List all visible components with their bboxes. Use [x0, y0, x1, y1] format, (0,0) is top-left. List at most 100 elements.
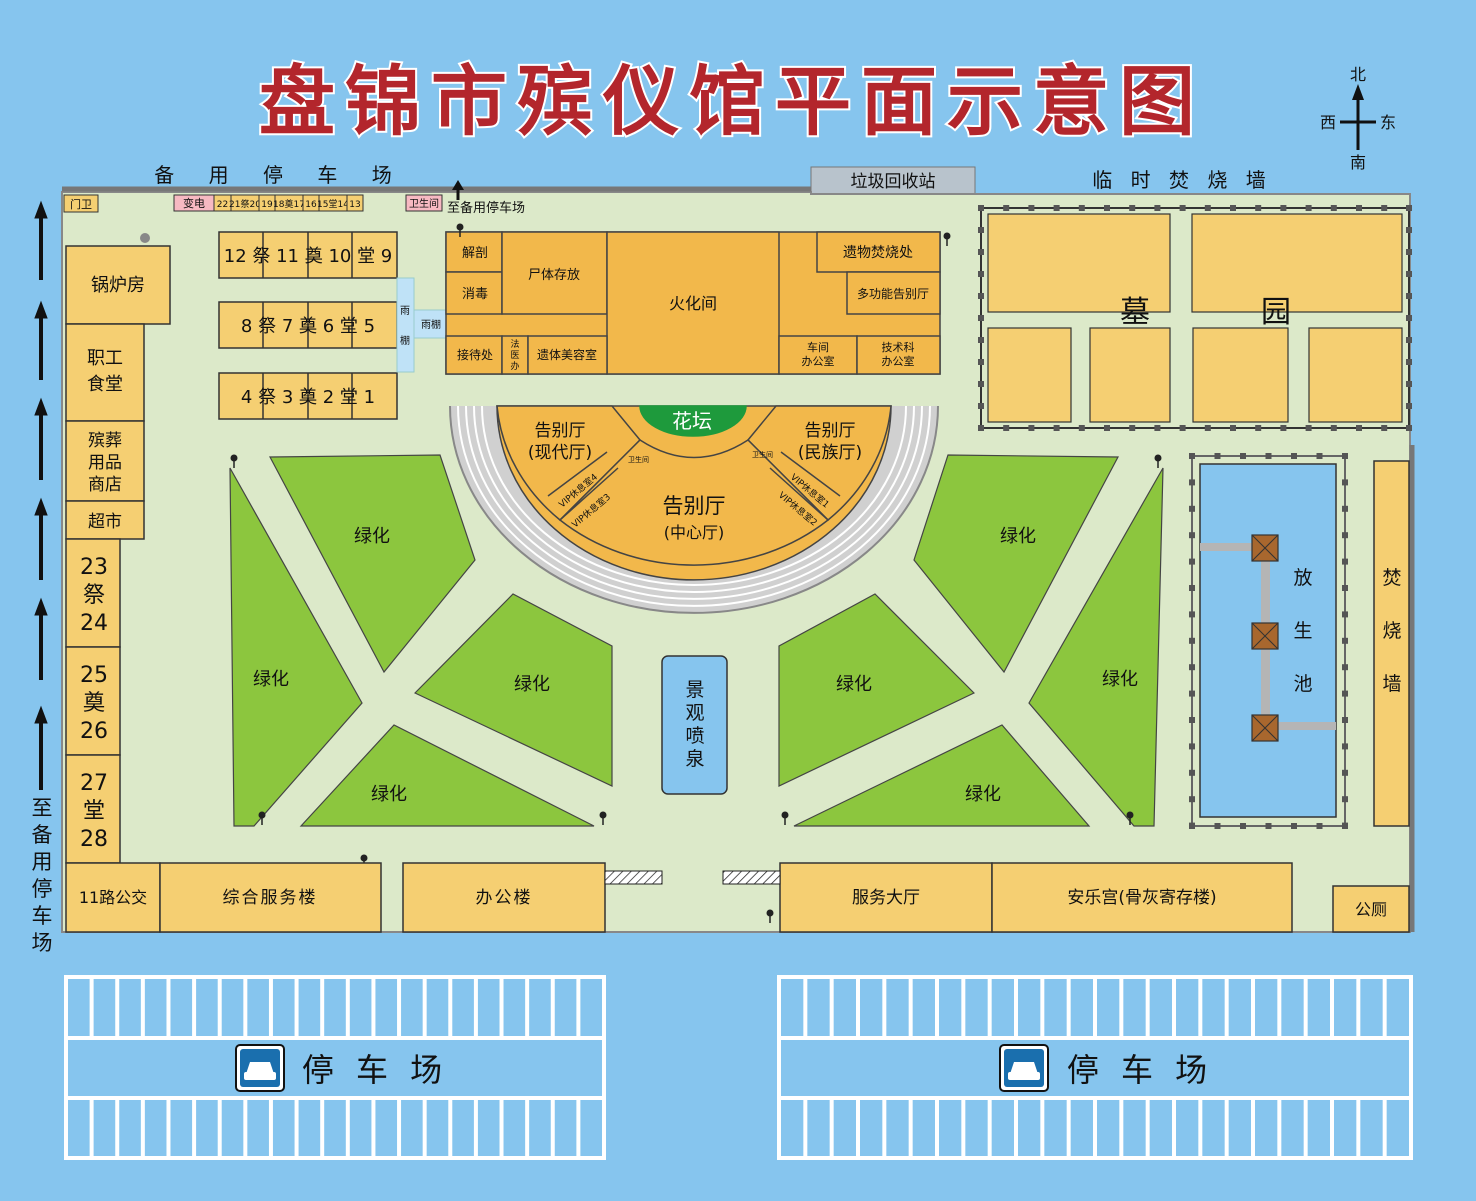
- canopy-label: 雨棚: [421, 318, 441, 331]
- guard-booth[interactable]: [63, 194, 99, 213]
- compass-north: 北: [1350, 65, 1366, 84]
- backup-parking-label: 备 用 停 车 场: [154, 163, 405, 187]
- cemetery-block-4[interactable]: [1089, 327, 1171, 423]
- forensic-office[interactable]: [501, 335, 529, 375]
- farewell-toilet-right: 卫生间: [752, 450, 773, 459]
- fountain-label: 景观喷泉: [685, 679, 704, 770]
- cemetery-block-1[interactable]: [987, 213, 1171, 313]
- body-storage-label: 尸体存放: [528, 268, 580, 283]
- supermarket[interactable]: [65, 500, 145, 540]
- public-toilet[interactable]: [1332, 885, 1410, 933]
- up-arrow-icon: [452, 180, 464, 190]
- parking-left-label: 停 车 场: [302, 1051, 448, 1089]
- autopsy-room[interactable]: [445, 231, 503, 273]
- cemetery-block-3[interactable]: [987, 327, 1072, 423]
- service-hall[interactable]: [779, 862, 993, 933]
- memorial-row-1-label: 12 祭 11 奠 10 堂 9: [224, 246, 393, 267]
- reception-room[interactable]: [445, 335, 503, 375]
- memorial-hall-25-26[interactable]: [65, 646, 121, 756]
- compass-rose: 北 南 西 东: [1320, 65, 1396, 172]
- compass-west: 西: [1320, 113, 1336, 132]
- cemetery-block-5[interactable]: [1192, 327, 1289, 423]
- belongings-burning[interactable]: [816, 231, 941, 273]
- funeral-shop[interactable]: [65, 420, 145, 502]
- compass-east: 东: [1380, 113, 1396, 132]
- canopy-side: [396, 277, 415, 373]
- boiler-room[interactable]: [65, 245, 171, 325]
- main-building: [445, 231, 941, 375]
- green-area-label: 绿化: [371, 784, 407, 805]
- green-area-label: 绿化: [514, 674, 550, 695]
- bus-stop-label: 11路公交: [79, 888, 147, 907]
- supermarket-label: 超市: [88, 512, 122, 532]
- left-column-buildings: [65, 245, 171, 864]
- cemetery-label-right: 园: [1261, 295, 1291, 330]
- memorial-hall-27-28[interactable]: [65, 754, 121, 864]
- body-storage-room[interactable]: [501, 231, 608, 315]
- chimney-icon: [140, 233, 150, 243]
- parking-right-label: 停 车 场: [1067, 1051, 1213, 1089]
- farewell-halls: [496, 405, 892, 566]
- funeral-shop-label: 殡葬用品商店: [88, 431, 122, 495]
- modern-hall-label: 告别厅(现代厅): [528, 421, 592, 463]
- top-toilet-label: 卫生间: [409, 197, 439, 210]
- left-direction-arrows: [34, 200, 48, 790]
- disinfection-room[interactable]: [445, 271, 503, 315]
- pond-fence-posts: [1189, 453, 1348, 829]
- gate-left[interactable]: [604, 870, 663, 885]
- office-building[interactable]: [402, 862, 606, 933]
- release-pond-label: 放生池: [1293, 567, 1312, 695]
- parking-lot-left[interactable]: 停 车 场: [64, 975, 606, 1160]
- strip-room-label: 16: [305, 200, 317, 210]
- to-backup-parking-top: 至备用停车场: [447, 200, 525, 216]
- green-area-6: [1028, 467, 1164, 827]
- compass-south: 南: [1350, 153, 1366, 172]
- guard-booth-label: 门卫: [70, 197, 92, 211]
- anle-palace[interactable]: [991, 862, 1293, 933]
- green-area-8: [793, 724, 1091, 827]
- green-area-7: [778, 593, 976, 787]
- garbage-station-box[interactable]: [810, 166, 976, 195]
- cosmetic-room[interactable]: [527, 335, 608, 375]
- cemetery-block-6[interactable]: [1308, 327, 1403, 423]
- service-building[interactable]: [159, 862, 382, 933]
- temp-burning-wall-label: 临 时 焚 烧 墙: [1092, 168, 1271, 192]
- tech-office-label: 技术科办公室: [882, 340, 915, 368]
- bus-stop[interactable]: [65, 862, 161, 933]
- strip-room-label: 13: [349, 200, 360, 210]
- fountain[interactable]: [661, 655, 728, 795]
- center-hall[interactable]: [558, 439, 830, 566]
- memorial-hall-23-24[interactable]: [65, 538, 121, 648]
- service-hall-label: 服务大厅: [852, 888, 920, 908]
- parking-lot-right[interactable]: 停 车 场: [777, 975, 1413, 1160]
- service-building-label: 综合服务楼: [223, 888, 318, 908]
- workshop-office[interactable]: [778, 335, 858, 375]
- strip-room[interactable]: [346, 194, 364, 212]
- cremation-room[interactable]: [606, 231, 780, 375]
- center-hall-title: 告别厅: [663, 494, 726, 518]
- top-toilet[interactable]: [405, 194, 443, 212]
- flower-bed-label: 花坛: [672, 409, 712, 433]
- boiler-room-label: 锅炉房: [91, 275, 145, 296]
- tech-office[interactable]: [856, 335, 941, 375]
- staff-canteen-label: 职工食堂: [87, 348, 123, 395]
- farewell-toilet-left: 卫生间: [628, 455, 649, 464]
- staff-canteen[interactable]: [65, 323, 145, 422]
- burning-wall[interactable]: [1373, 460, 1410, 827]
- car-icon: [999, 1044, 1049, 1092]
- burning-wall-label: 焚烧墙: [1382, 567, 1401, 695]
- power-room-label: 变电: [183, 196, 205, 210]
- cemetery-fence-posts: [978, 205, 1412, 431]
- multi-farewell-hall[interactable]: [846, 271, 941, 315]
- gate-right[interactable]: [722, 870, 781, 885]
- green-labels: 绿化绿化绿化绿化绿化绿化绿化绿化: [253, 526, 1138, 805]
- autopsy-label: 解剖: [462, 246, 488, 261]
- cemetery-block-2[interactable]: [1191, 213, 1403, 313]
- cremation-label: 火化间: [669, 294, 717, 313]
- cemetery-label-left: 墓: [1120, 295, 1150, 330]
- multi-farewell-label: 多功能告别厅: [857, 287, 929, 301]
